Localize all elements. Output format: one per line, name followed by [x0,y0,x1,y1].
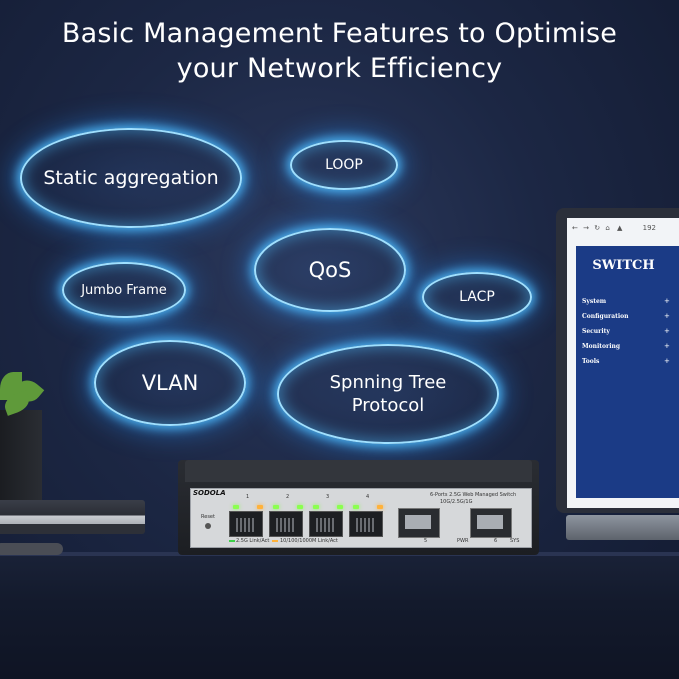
feature-label: Static aggregation [43,167,219,189]
forward-icon[interactable]: → [583,224,589,232]
legend-orange-swatch [272,540,278,542]
feature-lacp: LACP [422,272,532,322]
feature-label: Spnning Tree Protocol [329,372,447,416]
led-orange [257,505,263,509]
expand-icon[interactable]: + [664,312,670,320]
feature-spanning-tree: Spnning Tree Protocol [277,344,499,444]
ethernet-port[interactable] [309,511,343,537]
book [0,500,145,534]
feature-loop: LOOP [290,140,398,190]
sfp-port-6-label: 6 [494,538,498,544]
led-green [273,505,279,509]
port-number: 1 [246,494,250,500]
sfp-port-5-label: 5 [424,538,428,544]
pen [0,543,63,555]
sfp-port[interactable] [470,508,512,538]
led-orange [377,505,383,509]
laptop-title: SWITCH [592,258,655,273]
back-icon[interactable]: ← [572,224,578,232]
led-green [337,505,343,509]
menu-item-system[interactable]: System [582,298,607,305]
shelf [0,552,679,679]
ethernet-port[interactable] [269,511,303,537]
brand-logo: SODOLA [193,489,226,497]
laptop-stand [566,515,679,540]
port-number: 3 [326,494,330,500]
legend-green-label: 2.5G Link/Act [236,538,270,544]
laptop-nav-panel [576,246,679,498]
led-green [313,505,319,509]
menu-item-security[interactable]: Security [582,328,610,335]
ethernet-port[interactable] [349,511,383,537]
expand-icon[interactable]: + [664,327,670,335]
headline-line-1: Basic Management Features to Optimise [61,18,618,49]
menu-item-monitoring[interactable]: Monitoring [582,343,621,350]
menu-item-tools[interactable]: Tools [582,358,600,365]
legend-orange-label: 10/100/1000M Link/Act [280,538,338,544]
warning-icon: ▲ [617,224,623,232]
ethernet-port[interactable] [229,511,263,537]
reload-icon[interactable]: ↻ [594,224,601,232]
feature-qos: QoS [254,228,406,312]
port-number: 4 [366,494,370,500]
reset-label: Reset [201,514,215,520]
feature-label: LACP [459,289,495,305]
expand-icon[interactable]: + [664,357,670,365]
feature-label: VLAN [141,371,199,395]
browser-toolbar: ← → ↻ ⌂ ▲ 192 [572,224,679,236]
model-label: 6-Ports 2.5G Web Managed Switch [430,492,517,498]
sfp-speed-label: 10G/2.5G/1G [440,499,473,505]
expand-icon[interactable]: + [664,297,670,305]
feature-static-aggregation: Static aggregation [20,128,242,228]
legend-green-swatch [229,540,235,542]
led-green [353,505,359,509]
feature-vlan: VLAN [94,340,246,426]
sys-label: SYS [510,538,520,544]
headline-line-2: your Network Efficiency [176,53,503,84]
home-icon[interactable]: ⌂ [605,224,610,232]
expand-icon[interactable]: + [664,342,670,350]
menu-item-configuration[interactable]: Configuration [582,313,629,320]
sfp-port[interactable] [398,508,440,538]
switch-top-panel [185,460,532,482]
feature-label: Jumbo Frame [81,282,167,298]
reset-button[interactable] [205,523,211,529]
feature-label: QoS [308,258,352,282]
pwr-label: PWR [457,538,469,544]
feature-jumbo-frame: Jumbo Frame [62,262,186,318]
led-green [233,505,239,509]
plant-pot [0,410,42,506]
port-number: 2 [286,494,290,500]
url-text[interactable]: 192 [642,224,657,232]
feature-label: LOOP [325,157,363,173]
led-green [297,505,303,509]
